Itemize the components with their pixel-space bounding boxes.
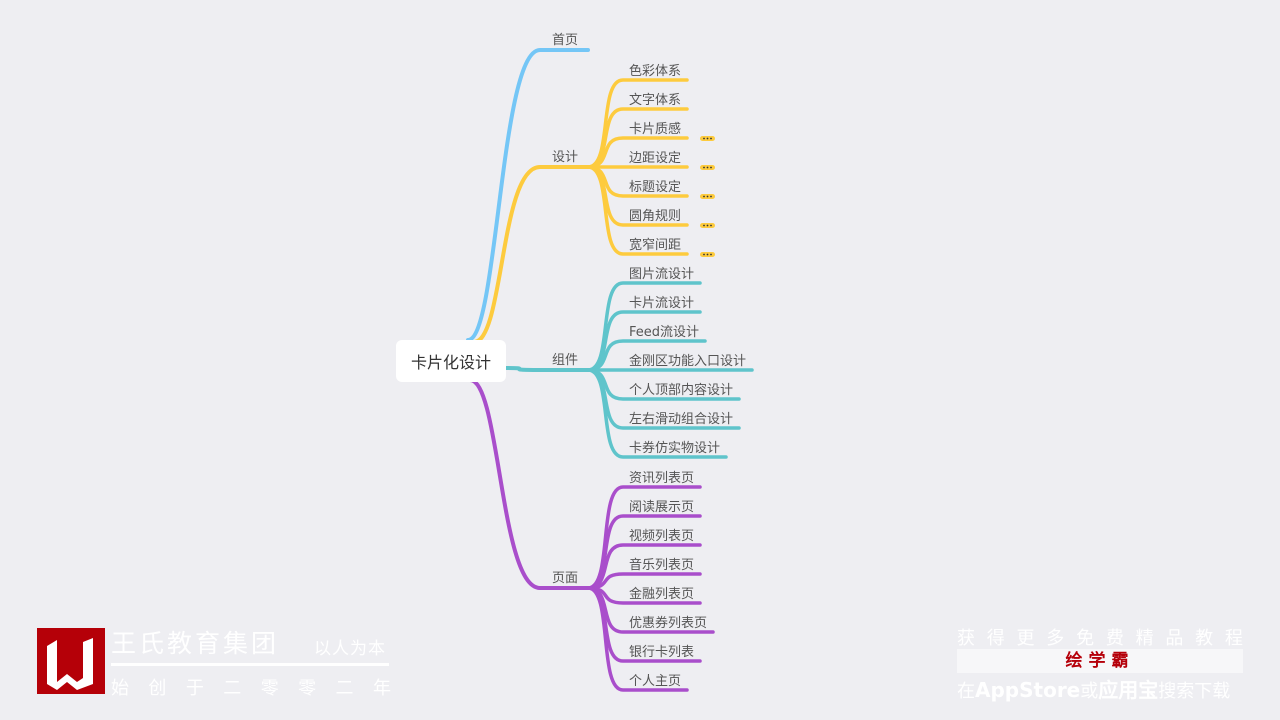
branch-connector	[466, 48, 590, 342]
child-node-label[interactable]: 资讯列表页	[629, 471, 694, 486]
child-node-label[interactable]: 卡券仿实物设计	[629, 440, 720, 456]
more-dots-icon	[706, 195, 709, 198]
child-node-label[interactable]: Feed流设计	[629, 325, 699, 340]
char: 零	[260, 678, 279, 699]
child-connector	[586, 368, 728, 459]
char: 年	[372, 678, 391, 699]
promo-appstore: AppStore	[975, 678, 1081, 702]
more-dots-icon	[710, 195, 712, 198]
more-dots-icon	[706, 137, 709, 140]
child-node-label[interactable]: 阅读展示页	[629, 500, 694, 515]
char: 多	[1046, 628, 1065, 649]
more-dots-icon	[710, 166, 712, 169]
more-dots-icon	[706, 166, 709, 169]
child-connector	[586, 586, 689, 692]
promo-text: 在	[957, 681, 975, 702]
more-dots-icon	[703, 224, 705, 227]
child-node-label[interactable]: 卡片质感	[629, 121, 681, 137]
char: 于	[185, 678, 204, 699]
child-node-label[interactable]: 个人主页	[629, 674, 681, 689]
promo-text: 或	[1080, 681, 1099, 702]
promo-app-name: 绘学霸	[957, 649, 1243, 673]
child-node-label[interactable]: 色彩体系	[629, 63, 681, 79]
child-connector	[586, 514, 702, 590]
child-node-label[interactable]: 金融列表页	[629, 586, 694, 602]
more-dots-icon	[703, 166, 705, 169]
root-node[interactable]: 卡片化设计	[396, 340, 506, 382]
more-dots-icon	[706, 253, 709, 256]
char: 免	[1076, 628, 1095, 649]
promo-text: 搜索下载	[1158, 681, 1231, 702]
brand-since: 始创于二零零二年	[111, 674, 391, 700]
child-node-label[interactable]: 文字体系	[629, 93, 681, 108]
branch-label-0[interactable]: 首页	[552, 33, 578, 48]
char: 费	[1105, 628, 1124, 649]
char: 零	[298, 678, 317, 699]
child-node-label[interactable]: 边距设定	[629, 151, 681, 166]
brand-motto: 以人为本	[314, 639, 386, 659]
child-node-label[interactable]: 银行卡列表	[629, 645, 694, 660]
char: 更	[1016, 628, 1035, 649]
char: 二	[223, 678, 242, 699]
more-dots-icon	[706, 224, 709, 227]
char: 品	[1165, 628, 1184, 649]
char: 始	[111, 678, 129, 699]
branch-label-1[interactable]: 设计	[552, 150, 578, 165]
child-node-label[interactable]: 优惠券列表页	[629, 615, 707, 631]
branch-connector	[468, 378, 590, 590]
child-node-label[interactable]: 音乐列表页	[629, 557, 694, 573]
char: 精	[1135, 628, 1154, 649]
promo-line-3: 在AppStore或应用宝搜索下载	[957, 674, 1243, 703]
char: 创	[148, 678, 167, 699]
child-node-label[interactable]: 左右滑动组合设计	[629, 412, 733, 427]
char: 得	[986, 628, 1005, 649]
child-connector	[586, 572, 702, 590]
char: 获	[957, 628, 975, 649]
more-dots-icon	[703, 195, 705, 198]
char: 教	[1195, 628, 1214, 649]
promo-line-1: 获得更多免费精品教程	[957, 624, 1243, 650]
child-node-label[interactable]: 卡片流设计	[629, 296, 694, 311]
child-node-label[interactable]: 个人顶部内容设计	[629, 382, 733, 398]
child-node-label[interactable]: 标题设定	[629, 180, 681, 195]
branch-connector	[504, 366, 590, 372]
brand-name: 王氏教育集团	[111, 629, 280, 658]
char: 程	[1224, 628, 1243, 649]
more-dots-icon	[703, 137, 705, 140]
child-node-label[interactable]: 圆角规则	[629, 209, 681, 224]
more-dots-icon	[710, 224, 712, 227]
more-dots-icon	[710, 253, 712, 256]
promo-yingyongbao: 应用宝	[1098, 678, 1159, 702]
wang-logo-icon	[37, 628, 105, 694]
brand-divider	[111, 663, 389, 666]
child-node-label[interactable]: 图片流设计	[629, 267, 694, 282]
branch-label-2[interactable]: 组件	[552, 353, 578, 368]
branch-label-3[interactable]: 页面	[552, 571, 578, 586]
child-node-label[interactable]: 视频列表页	[629, 529, 694, 544]
branch-connector	[472, 165, 590, 344]
more-dots-icon	[703, 253, 705, 256]
char: 二	[335, 678, 354, 699]
child-connector	[586, 165, 689, 256]
more-dots-icon	[710, 137, 712, 140]
child-node-label[interactable]: 宽窄间距	[629, 237, 681, 253]
child-node-label[interactable]: 金刚区功能入口设计	[629, 353, 746, 369]
